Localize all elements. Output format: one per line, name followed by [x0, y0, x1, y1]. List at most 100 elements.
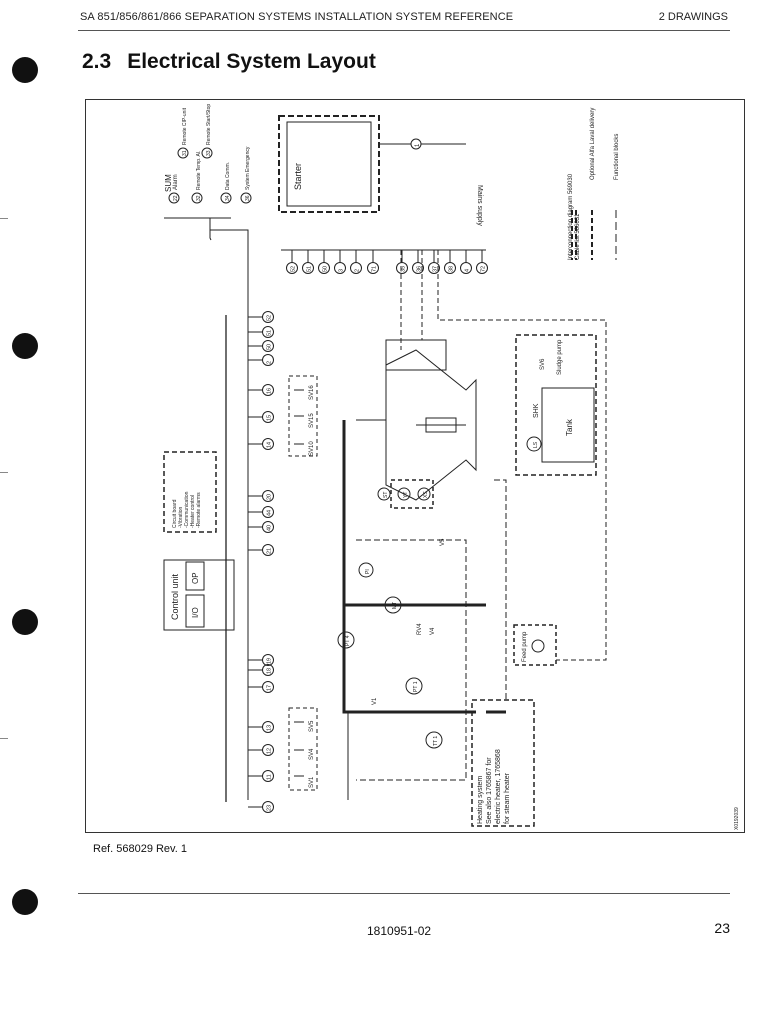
- valve-label: SV16: [309, 385, 315, 400]
- legend-functional: Functional blocks: [614, 134, 620, 180]
- valve-label: SV15: [309, 413, 315, 428]
- sludge-pump-label: Sludge pump: [557, 339, 563, 375]
- circuit-line: -Heater control: [190, 495, 196, 528]
- xs-label: XS: [423, 491, 429, 498]
- top-terminal-circle: [334, 262, 346, 274]
- top-terminal: 2: [350, 262, 362, 274]
- edge-mark: [0, 472, 8, 473]
- left-terminal: 51: [262, 326, 274, 338]
- top-terminal-circle: [302, 262, 314, 274]
- left-terminal: 16: [262, 384, 274, 396]
- left-terminal-label: 15: [267, 415, 273, 421]
- sum-item-label: Alarm: [173, 174, 179, 190]
- left-terminal: 52: [262, 311, 274, 323]
- top-terminal: 36: [412, 262, 424, 274]
- reference-note: Ref. 568029 Rev. 1: [93, 843, 187, 855]
- shk-label: SHK: [533, 403, 540, 418]
- sum-item-num: 34: [225, 195, 231, 201]
- top-terminal: 72: [476, 262, 488, 274]
- feed-pump-label: Feed pump: [522, 631, 528, 662]
- top-terminal: 3: [334, 262, 346, 274]
- left-terminal-circle: [262, 311, 274, 323]
- left-terminal-label: 18: [267, 668, 273, 674]
- sv6-label: SV6: [540, 358, 546, 370]
- left-terminal-label: 12: [267, 748, 273, 754]
- page-number: 23: [714, 920, 730, 936]
- mains-num: 1: [415, 143, 421, 147]
- legend-cable-list: Cable list 566031: [575, 213, 581, 260]
- top-terminal-label: 36: [417, 266, 423, 272]
- circuit-line: -Communication: [184, 491, 190, 528]
- top-terminal-circle: [476, 262, 488, 274]
- pi-label: PI: [365, 569, 371, 574]
- valve-label: SV1: [309, 776, 315, 788]
- top-terminal-circle: [444, 262, 456, 274]
- heating-line: electric heater, 1765868: [495, 749, 502, 824]
- left-terminal-circle: [262, 326, 274, 338]
- v5-label: V5: [440, 538, 446, 546]
- left-terminal: 21: [262, 544, 274, 556]
- top-terminal-label: 3: [339, 269, 345, 272]
- sum-item: 32 Remote Temp. Al.: [191, 151, 203, 204]
- valve-group-top: SV10 SV15 SV16: [288, 375, 318, 457]
- sum-item: 36 System Emergency: [240, 146, 252, 204]
- left-terminal-label: 20: [267, 494, 273, 500]
- op-label: OP: [191, 572, 200, 584]
- left-terminal-label: 51: [267, 330, 273, 336]
- left-terminal-label: 16: [267, 388, 273, 394]
- binder-hole-3: [12, 609, 38, 635]
- header-chapter: 2 DRAWINGS: [658, 11, 728, 23]
- top-terminal: 51: [302, 262, 314, 274]
- left-terminal-label: 19: [267, 658, 273, 664]
- legend-optional: Optional Alfa Laval delivery: [590, 108, 596, 180]
- left-terminal-label: 21: [267, 548, 273, 554]
- sum-block: SUM 22 Alarm 32 Remote Temp. Al. 34 Data…: [164, 104, 252, 800]
- left-terminal-label: 13: [267, 725, 273, 731]
- top-terminal: 50: [318, 262, 330, 274]
- left-terminal-label: 2: [267, 361, 273, 364]
- electrical-diagram: SUM 22 Alarm 32 Remote Temp. Al. 34 Data…: [163, 104, 740, 830]
- top-terminal-label: 50: [323, 266, 329, 272]
- left-terminal-label: 17: [267, 685, 273, 691]
- left-terminal-circle: [262, 744, 274, 756]
- left-terminal: 2: [262, 354, 274, 366]
- sensor-group: ST YT XS: [377, 479, 434, 509]
- top-terminal-label: 4: [465, 269, 471, 272]
- circuit-board-box: Circuit board -Vibration -Communication …: [163, 451, 217, 533]
- sum-item-label: Data Comm.: [225, 162, 231, 190]
- mt-label: MT: [392, 602, 398, 609]
- left-terminal: 15: [262, 411, 274, 423]
- legend: Interconnection diagram 569030 Cable lis…: [568, 108, 620, 260]
- left-terminal: 44: [262, 506, 274, 518]
- heating-system-box: Heating system See also 1765867 for elec…: [471, 699, 535, 827]
- left-terminal: 23: [262, 801, 274, 813]
- left-terminal-label: 50: [267, 344, 273, 350]
- top-terminal-circle: [460, 262, 472, 274]
- top-terminal-label: 52: [291, 266, 297, 272]
- sum-item-num: 31: [182, 150, 188, 156]
- yt-label: YT: [403, 492, 409, 498]
- separator-bowl: [356, 339, 477, 501]
- header-rule: [78, 30, 730, 31]
- left-terminal-circle: [262, 490, 274, 502]
- left-terminal: 19: [262, 654, 274, 666]
- mains-supply: Mains supply: [476, 185, 483, 226]
- doc-number: 1810951-02: [367, 924, 432, 938]
- top-terminal-circle: [367, 262, 379, 274]
- top-terminal-label: 35: [401, 266, 407, 272]
- left-terminal-label: 40: [267, 525, 273, 531]
- binder-hole-4: [12, 889, 38, 915]
- heating-line: for steam heater: [504, 772, 511, 824]
- top-terminal-circle: [350, 262, 362, 274]
- v1-label: V1: [372, 697, 378, 705]
- top-terminal-label: 72: [481, 266, 487, 272]
- circuit-line: Circuit board: [172, 499, 178, 528]
- left-terminal-circle: [262, 384, 274, 396]
- left-terminal-circle: [262, 521, 274, 533]
- sum-item-label: System Emergency: [245, 146, 251, 190]
- left-terminal-circle: [262, 544, 274, 556]
- top-terminal: 71: [367, 262, 379, 274]
- valve-label: SV5: [309, 720, 315, 732]
